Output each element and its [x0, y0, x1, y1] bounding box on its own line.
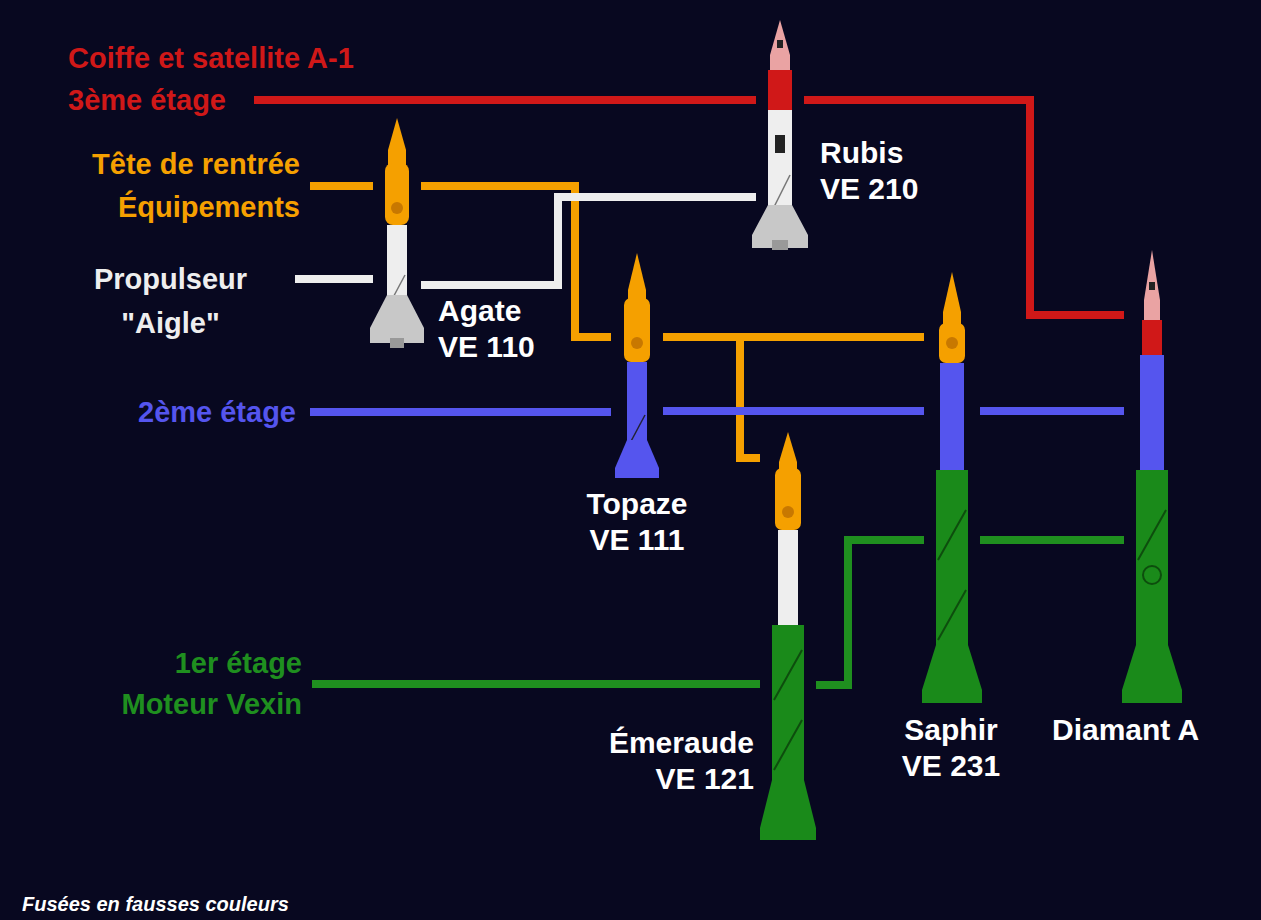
rocket-part [775, 468, 801, 530]
stage-label: 2ème étage [138, 391, 296, 433]
rocket-node: Diamant A [1128, 250, 1176, 705]
rocket-part [1144, 250, 1160, 320]
rocket-part [936, 470, 968, 650]
rocket-node: Émeraude VE 121 [764, 432, 812, 842]
rocket-part [385, 163, 409, 225]
rocket-part [760, 780, 816, 840]
stage-label-text: Coiffe et satellite A-1 [68, 37, 354, 79]
rocket-node: Saphir VE 231 [928, 272, 976, 705]
rocket-part [390, 338, 404, 348]
rocket-part [922, 645, 982, 703]
rocket-part [624, 298, 650, 362]
rocket-part [631, 337, 643, 349]
rocket-part [772, 240, 788, 250]
rocket-part [778, 530, 798, 625]
stage-label: Propulseur "Aigle" [58, 257, 283, 345]
rocket-part [1140, 355, 1164, 470]
rocket-name: Rubis VE 210 [820, 135, 940, 207]
rocket-part [1136, 470, 1168, 650]
stage-connector [804, 100, 1124, 315]
rubis-rocket [752, 20, 808, 250]
rocket-part [388, 118, 406, 165]
rocket-part [1149, 282, 1155, 290]
rocket-part [943, 272, 961, 325]
rocket-part [1122, 645, 1182, 703]
stage-connector [421, 197, 756, 285]
rocket-part [770, 20, 790, 70]
rocket-part [774, 650, 802, 700]
rocket-part [938, 510, 966, 560]
rocket-part [775, 135, 785, 153]
rocket-part [1142, 320, 1162, 355]
stage-connector [980, 407, 1124, 415]
rocket-part [1143, 566, 1161, 584]
stage-connector [663, 407, 924, 415]
stage-connector [980, 536, 1124, 544]
stage-label-text: Propulseur "Aigle" [58, 257, 283, 345]
rocket-part [782, 506, 794, 518]
stage-label-text: Équipements [118, 186, 300, 229]
rocket-name: Topaze VE 111 [572, 486, 702, 558]
rocket-part [946, 337, 958, 349]
rocket-part [768, 70, 792, 110]
stage-connector [816, 540, 924, 685]
saphir-rocket [922, 272, 982, 703]
rocket-name: Agate VE 110 [438, 293, 558, 365]
stage-connector [254, 96, 756, 104]
rocket-part [940, 363, 964, 470]
rocket-name: Émeraude VE 121 [572, 725, 754, 797]
stage-label-text: 2ème étage [138, 391, 296, 433]
rocket-node: Agate VE 110 [377, 118, 417, 348]
rocket-part [938, 590, 966, 640]
rocket-name: Saphir VE 231 [888, 712, 1014, 784]
topaze-rocket [615, 253, 659, 478]
emeraude-rocket [760, 432, 816, 840]
rocket-part [627, 362, 647, 452]
stage-label: Tête de rentréeÉquipements [92, 143, 300, 229]
stage-label-text: Moteur Vexin [122, 684, 303, 725]
rocket-name: Diamant A [1052, 712, 1242, 748]
stage-label-text: 1er étage [175, 643, 302, 684]
stage-connector [310, 408, 611, 416]
stage-label: Coiffe et satellite A-13ème étage [68, 37, 354, 121]
agate-rocket [370, 118, 424, 348]
rocket-part [777, 40, 783, 48]
stage-connector [295, 275, 373, 283]
rocket-part [628, 253, 646, 300]
rocket-node: Rubis VE 210 [760, 20, 800, 250]
rocket-part [615, 440, 659, 478]
diamant-rocket [1122, 250, 1182, 703]
caption: Fusées en fausses couleurs [22, 893, 289, 916]
rocket-part [1138, 510, 1166, 560]
stage-label-text: Tête de rentrée [92, 143, 300, 186]
rocket-part [370, 295, 424, 343]
stage-label-text: 3ème étage [68, 79, 226, 121]
stage-connector [310, 182, 373, 190]
stage-connector [663, 337, 760, 458]
rocket-part [391, 202, 403, 214]
rocket-part [774, 720, 802, 770]
rocket-node: Topaze VE 111 [615, 253, 659, 480]
rocket-part [939, 323, 965, 363]
stage-connector [312, 680, 760, 688]
rocket-part [772, 625, 804, 785]
rocket-part [779, 432, 797, 470]
stage-label: 1er étageMoteur Vexin [122, 643, 303, 725]
